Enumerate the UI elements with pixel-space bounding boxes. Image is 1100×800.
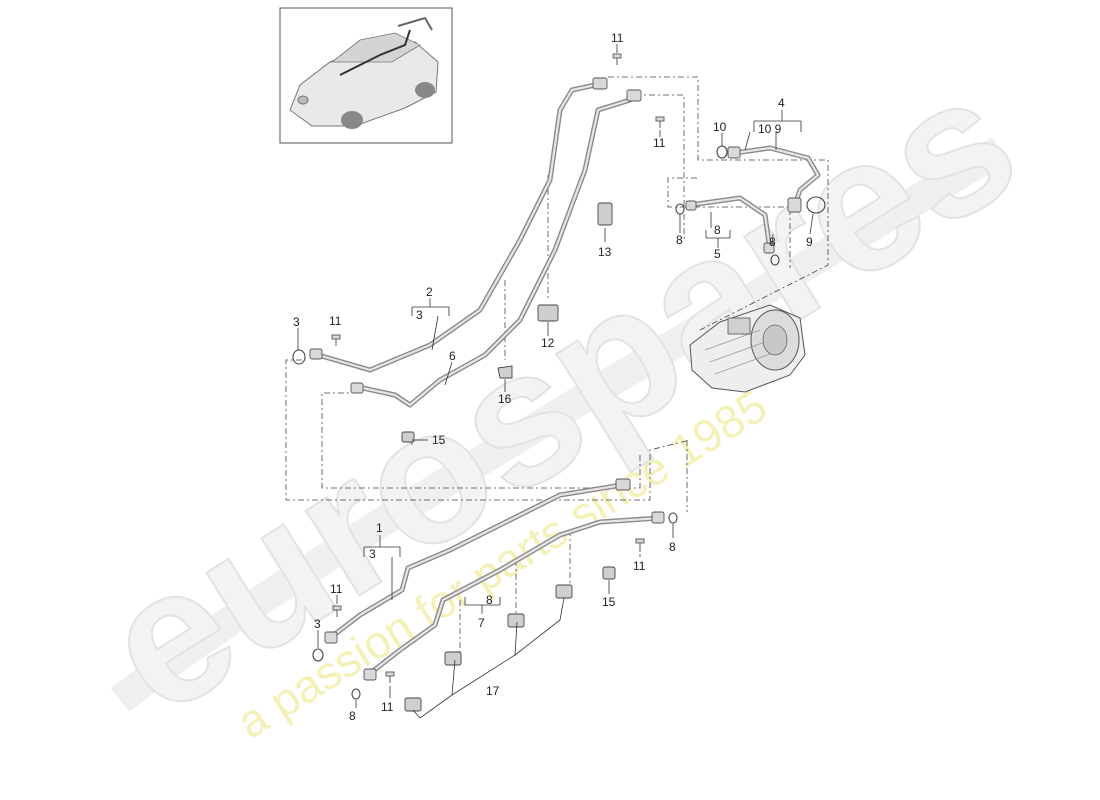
leaders xyxy=(297,44,814,719)
callout-11: 11 xyxy=(653,136,666,150)
callout-3: 3 xyxy=(314,617,321,631)
o-rings xyxy=(292,145,826,700)
callout-8: 8 xyxy=(769,235,776,249)
callout-7: 7 xyxy=(478,616,485,630)
callout-13: 13 xyxy=(598,245,612,259)
pipe-1 xyxy=(327,482,625,641)
callout-16: 16 xyxy=(498,392,512,406)
callout-1: 1 xyxy=(376,521,383,535)
callout-2: 2 xyxy=(426,285,433,299)
callout-3: 3 xyxy=(293,315,300,329)
callout-10: 10 xyxy=(713,120,727,134)
callout-6: 6 xyxy=(449,349,456,363)
callout-12: 12 xyxy=(541,336,555,350)
car-thumbnail-icon xyxy=(279,7,453,144)
reference-lines xyxy=(285,76,829,660)
callout-8: 8 xyxy=(669,540,676,554)
clips xyxy=(401,202,616,712)
watermark-logo: eurospares xyxy=(69,32,1050,755)
pipe-2 xyxy=(315,81,603,373)
callout-8-bracket: 8 xyxy=(714,223,721,237)
pipe-7 xyxy=(365,515,663,678)
compressor-icon xyxy=(689,304,806,393)
hose-4 xyxy=(732,145,821,208)
callout-3-bracket: 3 xyxy=(369,547,376,561)
callout-15: 15 xyxy=(602,595,616,609)
callout-11: 11 xyxy=(330,582,343,596)
hose-5 xyxy=(687,195,773,253)
fittings xyxy=(309,77,802,681)
callout-17: 17 xyxy=(486,684,500,698)
callout-11: 11 xyxy=(381,700,394,714)
callout-8-bracket: 8 xyxy=(486,593,493,607)
callout-11: 11 xyxy=(611,31,624,45)
callout-11: 11 xyxy=(633,559,646,573)
callout-8: 8 xyxy=(349,709,356,723)
callout-4: 4 xyxy=(778,96,785,110)
callout-9: 9 xyxy=(806,235,813,249)
callout-8: 8 xyxy=(676,233,683,247)
bolts xyxy=(331,53,665,683)
callout-11: 11 xyxy=(329,314,342,328)
callout-3-bracket: 3 xyxy=(416,308,423,322)
callout-10-9-bracket: 10 9 xyxy=(758,122,782,136)
callout-labels: 11 11 4 10 9 10 13 8 8 5 8 9 2 3 3 11 6 … xyxy=(293,31,813,723)
callout-5: 5 xyxy=(714,247,721,261)
callout-15: 15 xyxy=(432,433,446,447)
pipe-6 xyxy=(355,97,633,408)
watermark: eurospares a passion for parts since 198… xyxy=(68,31,1051,756)
